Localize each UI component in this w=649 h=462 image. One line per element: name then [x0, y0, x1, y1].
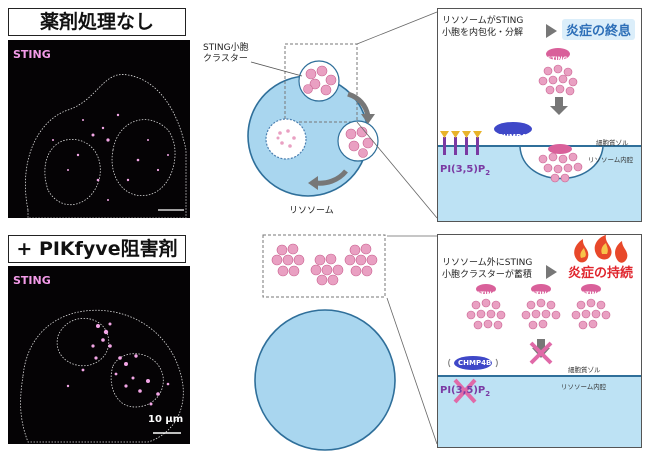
- lumen-label-bottom: リソソーム内腔: [561, 383, 607, 391]
- membrane-line-bottom: [438, 375, 641, 377]
- condition-title-treated-text: + PIKfyve阻害剤: [16, 238, 178, 260]
- cycle-arrow-2: [315, 169, 348, 186]
- mechanism-panel-bottom: リソソーム外にSTING 小胞クラスターが蓄積: [437, 234, 642, 448]
- sting-tag-3: STING: [581, 291, 602, 298]
- pi-block-x-icon: [453, 378, 477, 404]
- sting-tag-2: STING: [531, 291, 552, 298]
- cytosol-label-bottom: 細胞質ゾル: [568, 366, 601, 374]
- condition-title-text: 薬剤処理なし: [39, 11, 154, 33]
- bottom-lysosome-schematic: [254, 234, 396, 451]
- mechanism-drawing-bottom: [448, 235, 628, 404]
- treated-cell-outlines: [20, 309, 184, 443]
- lumen-fill-bottom: [438, 376, 641, 447]
- outcome-text-bottom: 炎症の持続: [568, 266, 634, 281]
- lumen-label: リソソーム内腔: [588, 156, 634, 164]
- condition-title-control: 薬剤処理なし: [8, 8, 186, 36]
- zoom-box-bottom: [262, 234, 386, 298]
- sting-vesicle-cluster-top: [303, 65, 337, 96]
- cell-outlines: [25, 74, 187, 218]
- micrograph-control: STING: [8, 40, 190, 218]
- mechanism-panel-top: リソソームがSTING 小胞を内包化・分解 炎症の終息: [437, 8, 642, 222]
- condition-title-treated: + PIKfyve阻害剤: [8, 235, 186, 263]
- scale-bar-label: 10 μm: [148, 414, 184, 425]
- cluster-label: STING小胞 クラスター: [203, 43, 249, 64]
- pi35p2-label: PI(3,5)P2: [440, 164, 491, 177]
- panel-text: リソソームがSTING 小胞を内包化・分解: [442, 16, 524, 38]
- cycle-arrow-1: [347, 91, 371, 117]
- sting-vesicle-clusters-outside: [271, 243, 378, 286]
- outcome-arrow-icon: [546, 24, 557, 38]
- pi35p2-label-bottom: PI(3,5)P2: [440, 385, 491, 398]
- outcome-text: 炎症の終息: [562, 19, 636, 40]
- mechanism-drawing-top: [440, 48, 604, 183]
- zoom-connectors-top: [356, 11, 438, 219]
- top-lysosome-schematic: [247, 43, 379, 197]
- cytosol-label: 細胞質ゾル: [596, 139, 629, 147]
- micrograph-sting-label: STING: [13, 48, 51, 61]
- chmp4b-label-bottom: CHMP4B: [458, 359, 492, 367]
- micrograph-treated: STING 10 μm: [8, 266, 190, 444]
- chmp4b-label: CHMP4B: [498, 133, 532, 141]
- flame-icon: [574, 235, 628, 263]
- sting-tag: STING: [547, 56, 568, 63]
- membrane-line: [438, 145, 641, 147]
- zoom-connectors-bottom: [386, 235, 438, 445]
- outcome-arrow-icon-bottom: [546, 265, 557, 279]
- panel-text-bottom: リソソーム外にSTING 小胞クラスターが蓄積: [442, 258, 533, 280]
- lysosome-circle-bottom: [254, 309, 396, 451]
- micrograph-treated-sting-label: STING: [13, 274, 51, 287]
- lysosome-label: リソソーム: [289, 206, 334, 216]
- zoom-box: [284, 43, 358, 123]
- block-x-icon: [529, 341, 553, 365]
- sting-tag-1: STING: [476, 291, 497, 298]
